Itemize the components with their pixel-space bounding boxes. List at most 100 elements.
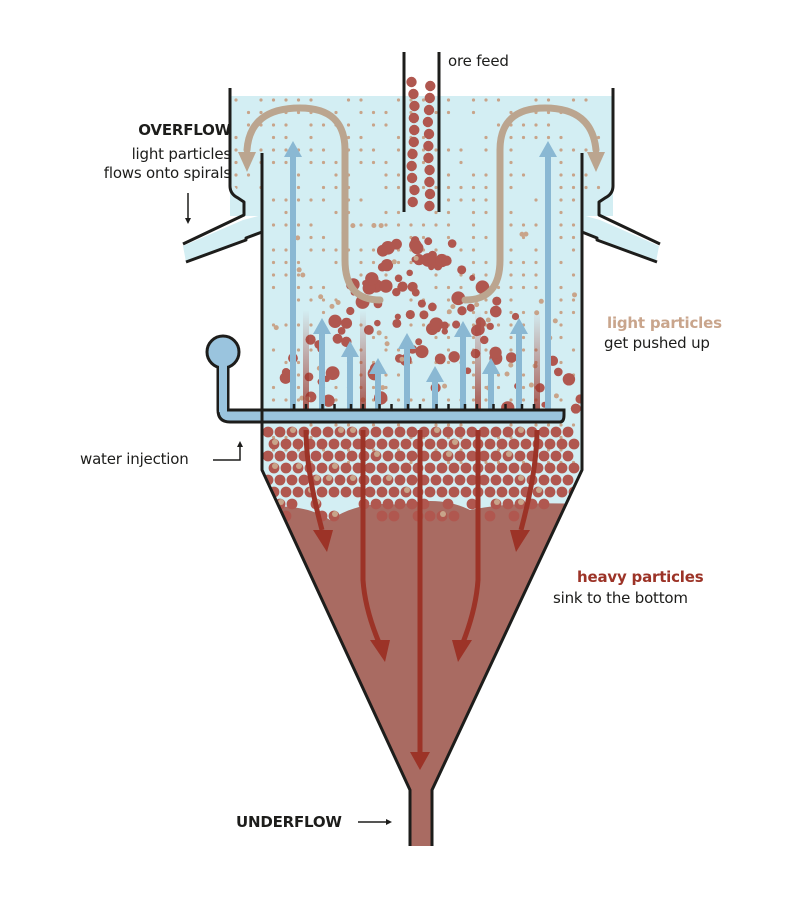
light-dot (496, 98, 501, 102)
heavy-particle (370, 474, 382, 486)
light-particles-sub: get pushed up (604, 334, 710, 352)
light-particle (452, 439, 458, 445)
light-dot (571, 273, 576, 277)
light-dot (234, 398, 238, 402)
light-dot (284, 260, 288, 265)
light-dot (496, 323, 501, 327)
heavy-particle (286, 474, 298, 486)
heavy-particle (448, 351, 460, 363)
heavy-particle (388, 462, 400, 474)
feed-particle (407, 196, 418, 208)
light-particle (332, 463, 338, 469)
light-dot (384, 273, 388, 277)
heavy-particle (310, 426, 322, 438)
light-dot (446, 98, 451, 102)
overflow-line1: light particles (131, 145, 232, 163)
heavy-particle (394, 274, 403, 283)
light-dot (271, 248, 276, 252)
light-dot (334, 185, 338, 190)
light-dot (309, 148, 313, 152)
light-dot (509, 210, 513, 215)
light-dot (571, 423, 576, 427)
light-dot (334, 110, 338, 115)
light-dot (296, 98, 301, 102)
light-dot (584, 348, 588, 352)
light-particle (338, 427, 344, 433)
light-dot (559, 135, 563, 140)
light-dot (321, 198, 326, 202)
light-particle (296, 267, 302, 273)
light-dot (271, 135, 276, 140)
light-dot (559, 210, 563, 215)
light-dot (584, 235, 588, 240)
underflow-pipe-fill (410, 788, 432, 846)
heavy-particle (544, 462, 556, 474)
light-dot (596, 410, 601, 415)
heavy-particle (454, 426, 466, 438)
light-dot (359, 273, 363, 277)
light-particle (380, 385, 386, 391)
heavy-arrow-2 (360, 430, 383, 646)
outer-wall-left (182, 88, 246, 246)
light-dot (571, 198, 576, 202)
heavy-particle (466, 450, 478, 462)
heavy-particle (328, 314, 342, 328)
light-dot (584, 435, 588, 440)
heavy-particle (415, 338, 423, 346)
light-dot (234, 260, 238, 265)
heavy-particle (553, 367, 563, 377)
light-dot (359, 248, 363, 252)
light-dot (371, 335, 376, 340)
heavy-particle (570, 403, 581, 414)
light-dot (284, 160, 288, 165)
light-dot (359, 223, 363, 227)
heavy-particle (394, 313, 401, 320)
heavy-particle (427, 254, 439, 266)
light-dot (409, 298, 413, 302)
light-dot (396, 398, 401, 402)
light-dot (546, 423, 551, 427)
heavy-arrow-2-head (370, 640, 390, 662)
heavy-particle (448, 462, 460, 474)
heavy-particle (447, 239, 457, 248)
light-dot (284, 148, 288, 152)
feed-particle (406, 76, 417, 88)
heavy-particle (496, 462, 508, 474)
light-dot (246, 323, 251, 327)
light-dot (434, 185, 438, 190)
heavy-particle (376, 510, 388, 522)
nozzle (292, 404, 308, 412)
heavy-particle (508, 438, 520, 450)
light-dot (284, 435, 288, 440)
light-dot (496, 123, 501, 127)
heavy-particle (424, 486, 436, 498)
light-dot (371, 423, 376, 427)
heavy-particle (286, 450, 298, 462)
light-dot (321, 235, 326, 240)
light-particle (494, 499, 500, 505)
feed-particle (425, 80, 436, 92)
heavy-particle (550, 426, 562, 438)
light-dot (421, 235, 426, 240)
light-dot (409, 323, 413, 327)
heavy-particle (406, 498, 418, 510)
light-dot (284, 323, 288, 327)
light-dot (384, 335, 388, 340)
light-dot (396, 348, 401, 352)
light-dot (284, 98, 288, 102)
heavy-arrow-3-head (410, 752, 430, 770)
light-dot (471, 398, 476, 402)
light-particle (350, 475, 356, 481)
water-arrow-shaft (432, 378, 438, 410)
light-dot (296, 373, 301, 377)
heavy-particle (484, 438, 496, 450)
heavy-particle (550, 450, 562, 462)
heavy-particle (262, 426, 274, 438)
heavy-particle (562, 474, 574, 486)
light-dot (421, 98, 426, 102)
heavy-particle (442, 426, 454, 438)
light-dot (509, 298, 513, 302)
overflow-arcs (238, 104, 605, 304)
light-dot (446, 110, 451, 115)
heavy-particle (316, 438, 328, 450)
